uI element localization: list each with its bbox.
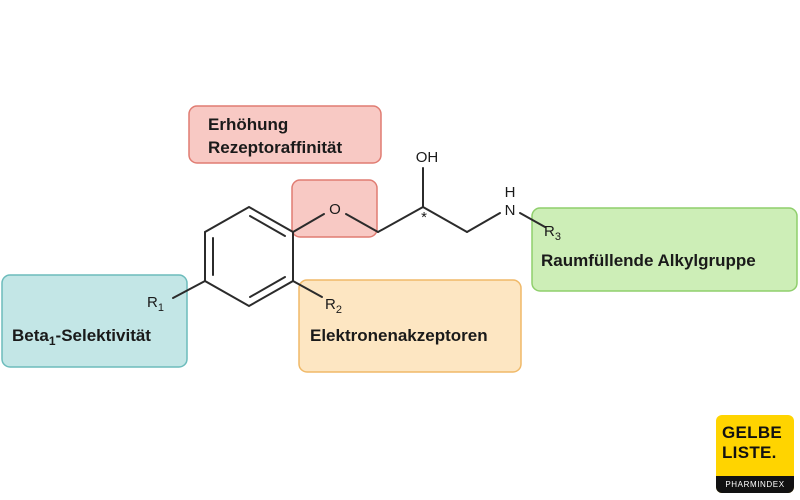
r1-substituent: R1 [147, 294, 164, 314]
ring-r2-bond [292, 280, 323, 298]
logo-line2: LISTE. [722, 443, 777, 462]
affinity-box [188, 105, 382, 164]
affinity-label-line1: Erhöhung [208, 115, 288, 134]
alkyl-box [531, 207, 798, 292]
beta-label: Beta1-Selektivität [12, 326, 151, 348]
hydrogen-atom: H [505, 184, 516, 201]
acceptors-label: Elektronenakzeptoren [310, 326, 488, 345]
nitrogen-r3-bond [519, 212, 546, 228]
ring-double-bond-2 [249, 276, 286, 298]
logo-line1: GELBE [722, 423, 783, 442]
stereo-center-mark: * [421, 209, 427, 226]
beta-box [1, 274, 188, 368]
nitrogen-atom: N [505, 202, 516, 219]
oxygen-atom: O [329, 201, 341, 218]
ring-oxygen-bond [292, 213, 325, 233]
oxygen-carbon-bond [345, 213, 379, 233]
benzene-ring [204, 205, 294, 308]
ring-r1-bond [172, 280, 206, 299]
oxygen-highlight-box [291, 179, 378, 238]
carbon-chiral-bond [377, 206, 424, 233]
r3-substituent: R3 [544, 223, 561, 243]
alkyl-label: Raumfüllende Alkylgruppe [541, 251, 756, 270]
carbon-nitrogen-bond [466, 212, 501, 233]
chiral-carbon-bond [422, 206, 468, 233]
gelbe-liste-logo: GELBE LISTE. PHARMINDEX [716, 415, 794, 493]
hydroxyl-group: OH [416, 149, 439, 166]
r2-substituent: R2 [325, 296, 342, 316]
affinity-label-line2: Rezeptoraffinität [208, 138, 342, 157]
acceptors-box [298, 279, 522, 373]
ring-double-bond-1 [249, 215, 286, 237]
logo-band: PHARMINDEX [716, 476, 794, 493]
